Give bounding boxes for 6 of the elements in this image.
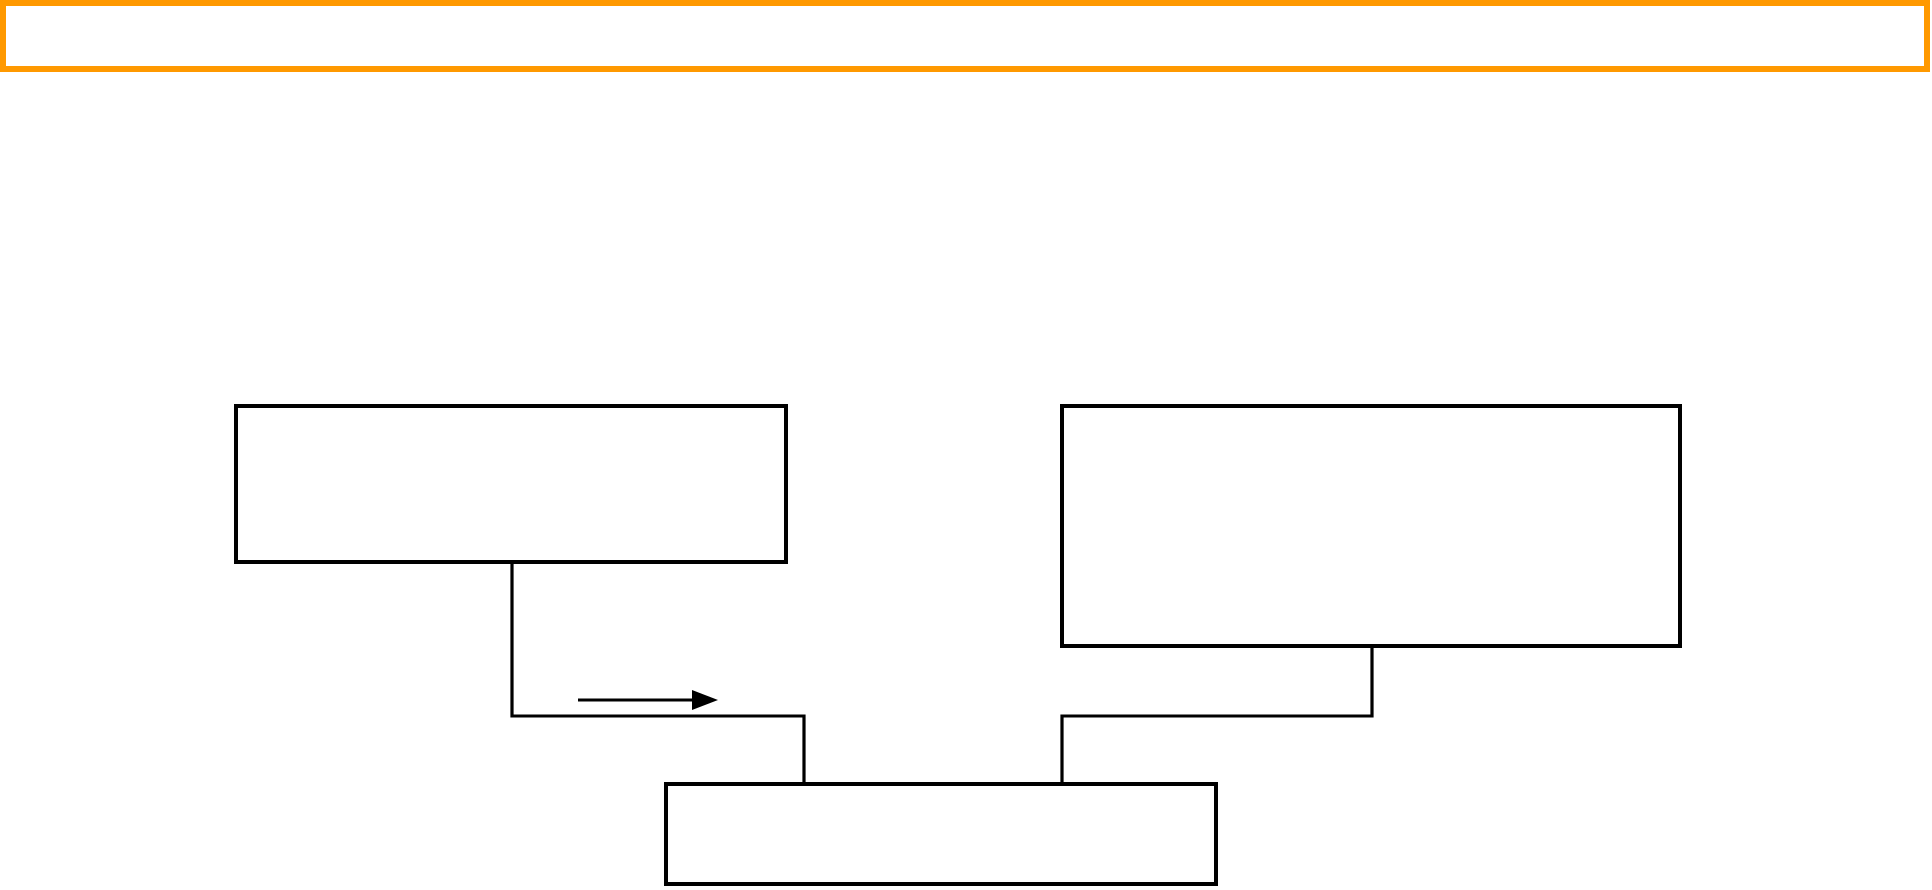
- blank-box: [1060, 404, 1682, 648]
- connector-line: [510, 564, 806, 782]
- header-band: [0, 0, 1930, 72]
- blank-box: [664, 782, 1218, 886]
- connector-line: [1060, 648, 1374, 782]
- blank-box: [234, 404, 788, 564]
